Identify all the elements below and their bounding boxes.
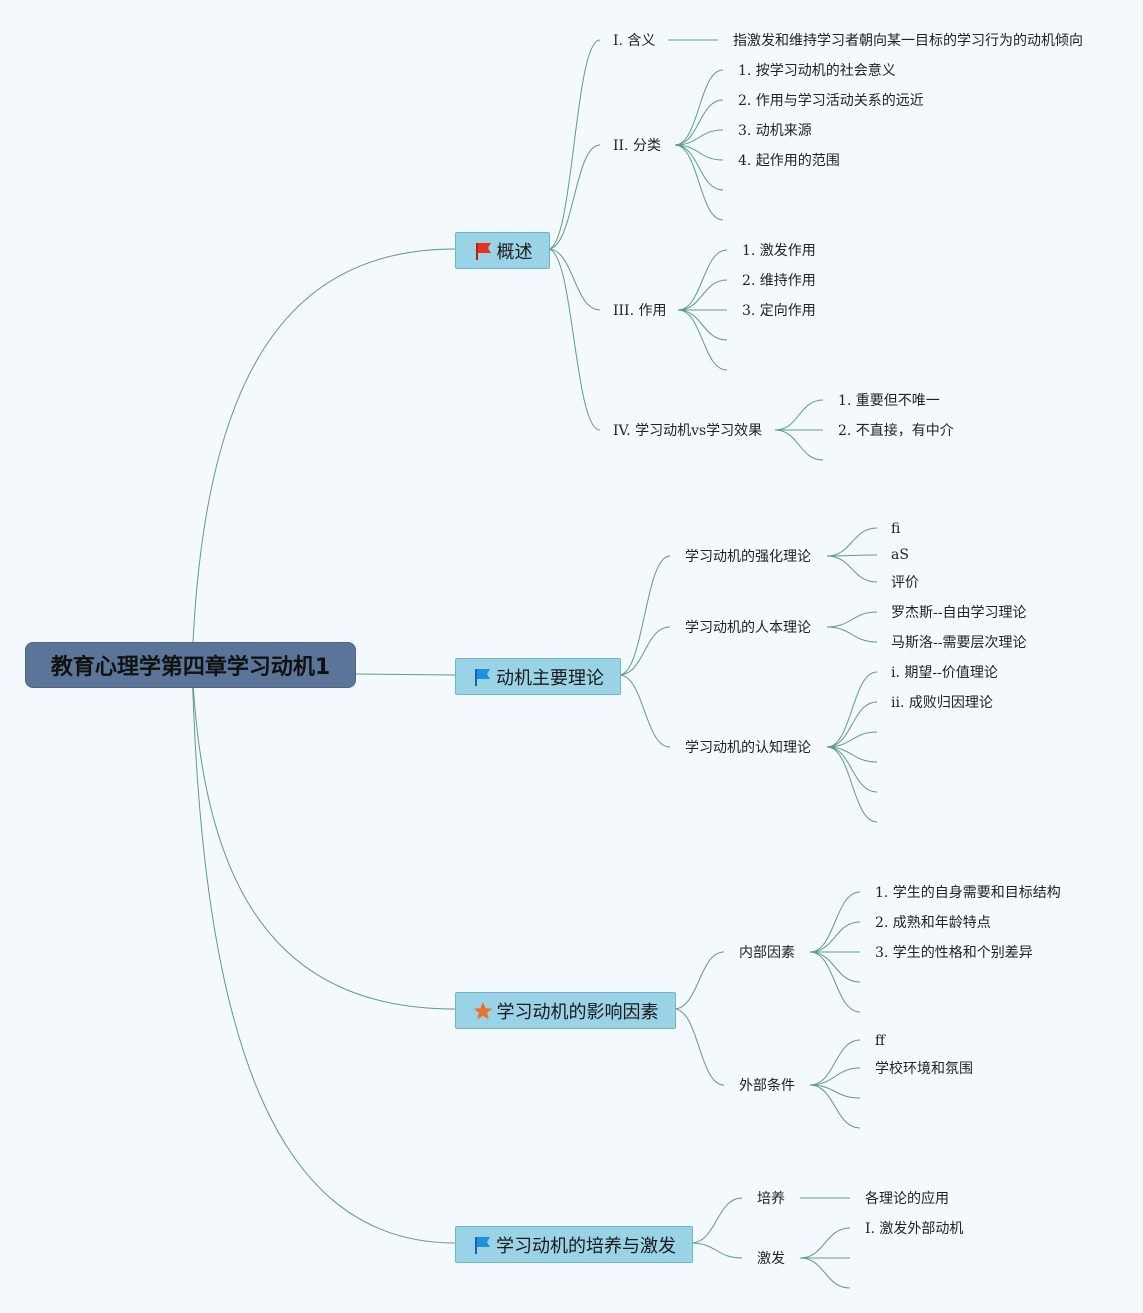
edge-effect-2	[774, 429, 824, 461]
leaf-humanistic-2[interactable]: 马斯洛--需要层次理论	[891, 635, 1027, 651]
leaf-stimulate-1[interactable]: I. 激发外部动机	[865, 1221, 964, 1237]
leaf-function-2[interactable]: 2. 维持作用	[742, 273, 816, 289]
topic-stimulate[interactable]: 激发	[757, 1251, 785, 1267]
leaf-cognitive-2[interactable]: ii. 成败归因理论	[891, 695, 993, 711]
connector-lines	[191, 39, 878, 1289]
blue-flag-icon	[472, 667, 492, 687]
edge-humanistic-0	[826, 611, 878, 628]
leaf-function-3[interactable]: 3. 定向作用	[742, 303, 816, 319]
red-flag-icon	[473, 241, 493, 261]
leaf-cognitive-1[interactable]: i. 期望--价值理论	[891, 665, 998, 681]
edge-root-theories	[353, 673, 456, 676]
branch-main-theories[interactable]: 动机主要理论	[455, 658, 621, 695]
orange-star-icon	[473, 1001, 493, 1021]
leaf-function-1[interactable]: 1. 激发作用	[742, 243, 816, 259]
branch-influencing-factors-label: 学习动机的影响因素	[496, 1001, 659, 1023]
topic-cognitive-theory[interactable]: 学习动机的认知理论	[685, 740, 811, 756]
leaf-classification-3[interactable]: 3. 动机来源	[738, 123, 812, 139]
edge-function-4	[677, 309, 728, 371]
leaf-definition-text[interactable]: 指激发和维持学习者朝向某一目标的学习行为的动机倾向	[733, 33, 1083, 49]
edge-theories-0	[618, 555, 671, 676]
edge-factors-0	[673, 951, 725, 1010]
edge-root-factors	[191, 663, 456, 1010]
leaf-internal-3[interactable]: 3. 学生的性格和个别差异	[875, 945, 1033, 961]
edge-stimulate-0	[799, 1227, 851, 1259]
edge-root-cultivation	[191, 663, 456, 1244]
edge-cognitive-0	[826, 671, 878, 748]
leaf-internal-2[interactable]: 2. 成熟和年龄特点	[875, 915, 991, 931]
leaf-external-1[interactable]: ff	[875, 1033, 885, 1049]
branch-overview[interactable]: 概述	[455, 232, 550, 269]
edge-cultivation-1	[690, 1242, 743, 1259]
edge-theories-2	[618, 674, 671, 748]
edge-function-0	[677, 249, 728, 311]
edge-classification-1	[674, 99, 724, 146]
edge-overview-1	[547, 144, 601, 250]
leaf-effect-2[interactable]: 2. 不直接，有中介	[838, 423, 954, 439]
leaf-reinforcement-1[interactable]: fi	[891, 521, 901, 537]
edge-function-3	[677, 309, 728, 341]
root-topic-label: 教育心理学第四章学习动机1	[50, 655, 331, 680]
edge-overview-0	[547, 39, 601, 250]
edge-root-overview	[191, 248, 456, 665]
leaf-humanistic-1[interactable]: 罗杰斯--自由学习理论	[891, 605, 1027, 621]
edge-factors-1	[673, 1008, 725, 1086]
edge-internal-4	[809, 951, 861, 1013]
edge-internal-0	[809, 891, 861, 953]
branch-main-theories-label: 动机主要理论	[496, 667, 604, 689]
topic-motivation-vs-effect[interactable]: IV. 学习动机vs学习效果	[613, 423, 763, 439]
edge-cognitive-5	[826, 746, 878, 823]
leaf-reinforcement-2[interactable]: aS	[891, 547, 909, 563]
leaf-reinforcement-3[interactable]: 评价	[891, 575, 919, 591]
topic-humanistic-theory[interactable]: 学习动机的人本理论	[685, 620, 811, 636]
branch-influencing-factors[interactable]: 学习动机的影响因素	[455, 992, 676, 1029]
topic-internal-factors[interactable]: 内部因素	[739, 945, 795, 961]
leaf-classification-4[interactable]: 4. 起作用的范围	[738, 153, 840, 169]
edge-reinforcement-1	[826, 554, 878, 557]
root-topic[interactable]: 教育心理学第四章学习动机1	[25, 642, 356, 688]
edge-overview-3	[547, 248, 601, 431]
branch-cultivation-label: 学习动机的培养与激发	[496, 1235, 676, 1257]
edge-cognitive-1	[826, 701, 878, 748]
topic-reinforcement-theory[interactable]: 学习动机的强化理论	[685, 549, 811, 565]
edge-cognitive-2	[826, 731, 878, 748]
topic-function[interactable]: III. 作用	[613, 303, 667, 319]
edge-reinforcement-0	[826, 527, 878, 557]
edge-external-3	[809, 1084, 861, 1129]
edge-classification-5	[674, 144, 724, 221]
leaf-cultivate-1[interactable]: 各理论的应用	[865, 1191, 949, 1207]
edge-classification-0	[674, 69, 724, 146]
edge-effect-0	[774, 399, 824, 431]
topic-cultivate[interactable]: 培养	[757, 1191, 785, 1207]
branch-overview-label: 概述	[496, 241, 533, 263]
edge-overview-2	[547, 248, 601, 311]
branch-cultivation[interactable]: 学习动机的培养与激发	[455, 1226, 693, 1263]
leaf-internal-1[interactable]: 1. 学生的自身需要和目标结构	[875, 885, 1061, 901]
topic-external-conditions[interactable]: 外部条件	[739, 1078, 795, 1094]
topic-classification[interactable]: II. 分类	[613, 138, 661, 154]
edge-classification-2	[674, 129, 724, 146]
edge-stimulate-2	[799, 1257, 851, 1289]
edge-internal-3	[809, 951, 861, 983]
edge-cognitive-4	[826, 746, 878, 793]
leaf-effect-1[interactable]: 1. 重要但不唯一	[838, 393, 940, 409]
edge-internal-1	[809, 921, 861, 953]
edge-humanistic-1	[826, 626, 878, 643]
edge-cultivation-0	[690, 1197, 743, 1244]
topic-definition[interactable]: I. 含义	[613, 33, 656, 49]
blue-flag-icon	[472, 1235, 492, 1255]
edge-theories-1	[618, 626, 671, 676]
edge-classification-4	[674, 144, 724, 191]
leaf-classification-2[interactable]: 2. 作用与学习活动关系的远近	[738, 93, 924, 109]
leaf-external-2[interactable]: 学校环境和氛围	[875, 1061, 973, 1077]
edge-cognitive-3	[826, 746, 878, 763]
leaf-classification-1[interactable]: 1. 按学习动机的社会意义	[738, 63, 896, 79]
edge-external-0	[809, 1039, 861, 1086]
edge-function-1	[677, 279, 728, 311]
edge-external-1	[809, 1067, 861, 1086]
edge-reinforcement-2	[826, 555, 878, 583]
